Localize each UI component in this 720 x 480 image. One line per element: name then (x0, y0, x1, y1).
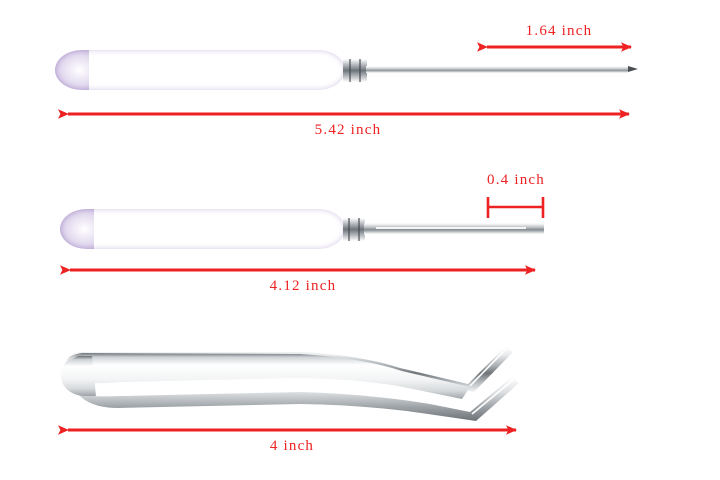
dimension-label-awl-total-length: 5.42 inch (314, 122, 382, 138)
dimension-label-tweezers-length: 4 inch (269, 438, 315, 454)
dimension-label-blunt-total-length: 4.12 inch (269, 278, 337, 294)
tweezers-lower-arm (66, 377, 520, 421)
ferrule-ring (348, 218, 350, 241)
dimension-label-blunt-tip-length: 0.4 inch (487, 172, 545, 188)
awl-ferrule (343, 59, 367, 82)
ferrule-ring (359, 59, 361, 82)
blunt-shaft-groove (376, 227, 526, 229)
awl-needle-shaft (366, 66, 628, 73)
blunt-ferrule (343, 218, 365, 241)
tweezers-grip-end (60, 356, 96, 396)
tweezers-body (65, 353, 470, 399)
awl-needle-tip (628, 66, 638, 72)
ferrule-ring (349, 59, 351, 82)
blunt-shaft (364, 223, 544, 235)
dimension-label-needle-length: 1.64 inch (525, 23, 593, 39)
ferrule-ring (358, 218, 360, 241)
tweezers-lower-tip-highlight (471, 379, 514, 415)
tweezers-upper-tip-highlight (469, 348, 507, 387)
